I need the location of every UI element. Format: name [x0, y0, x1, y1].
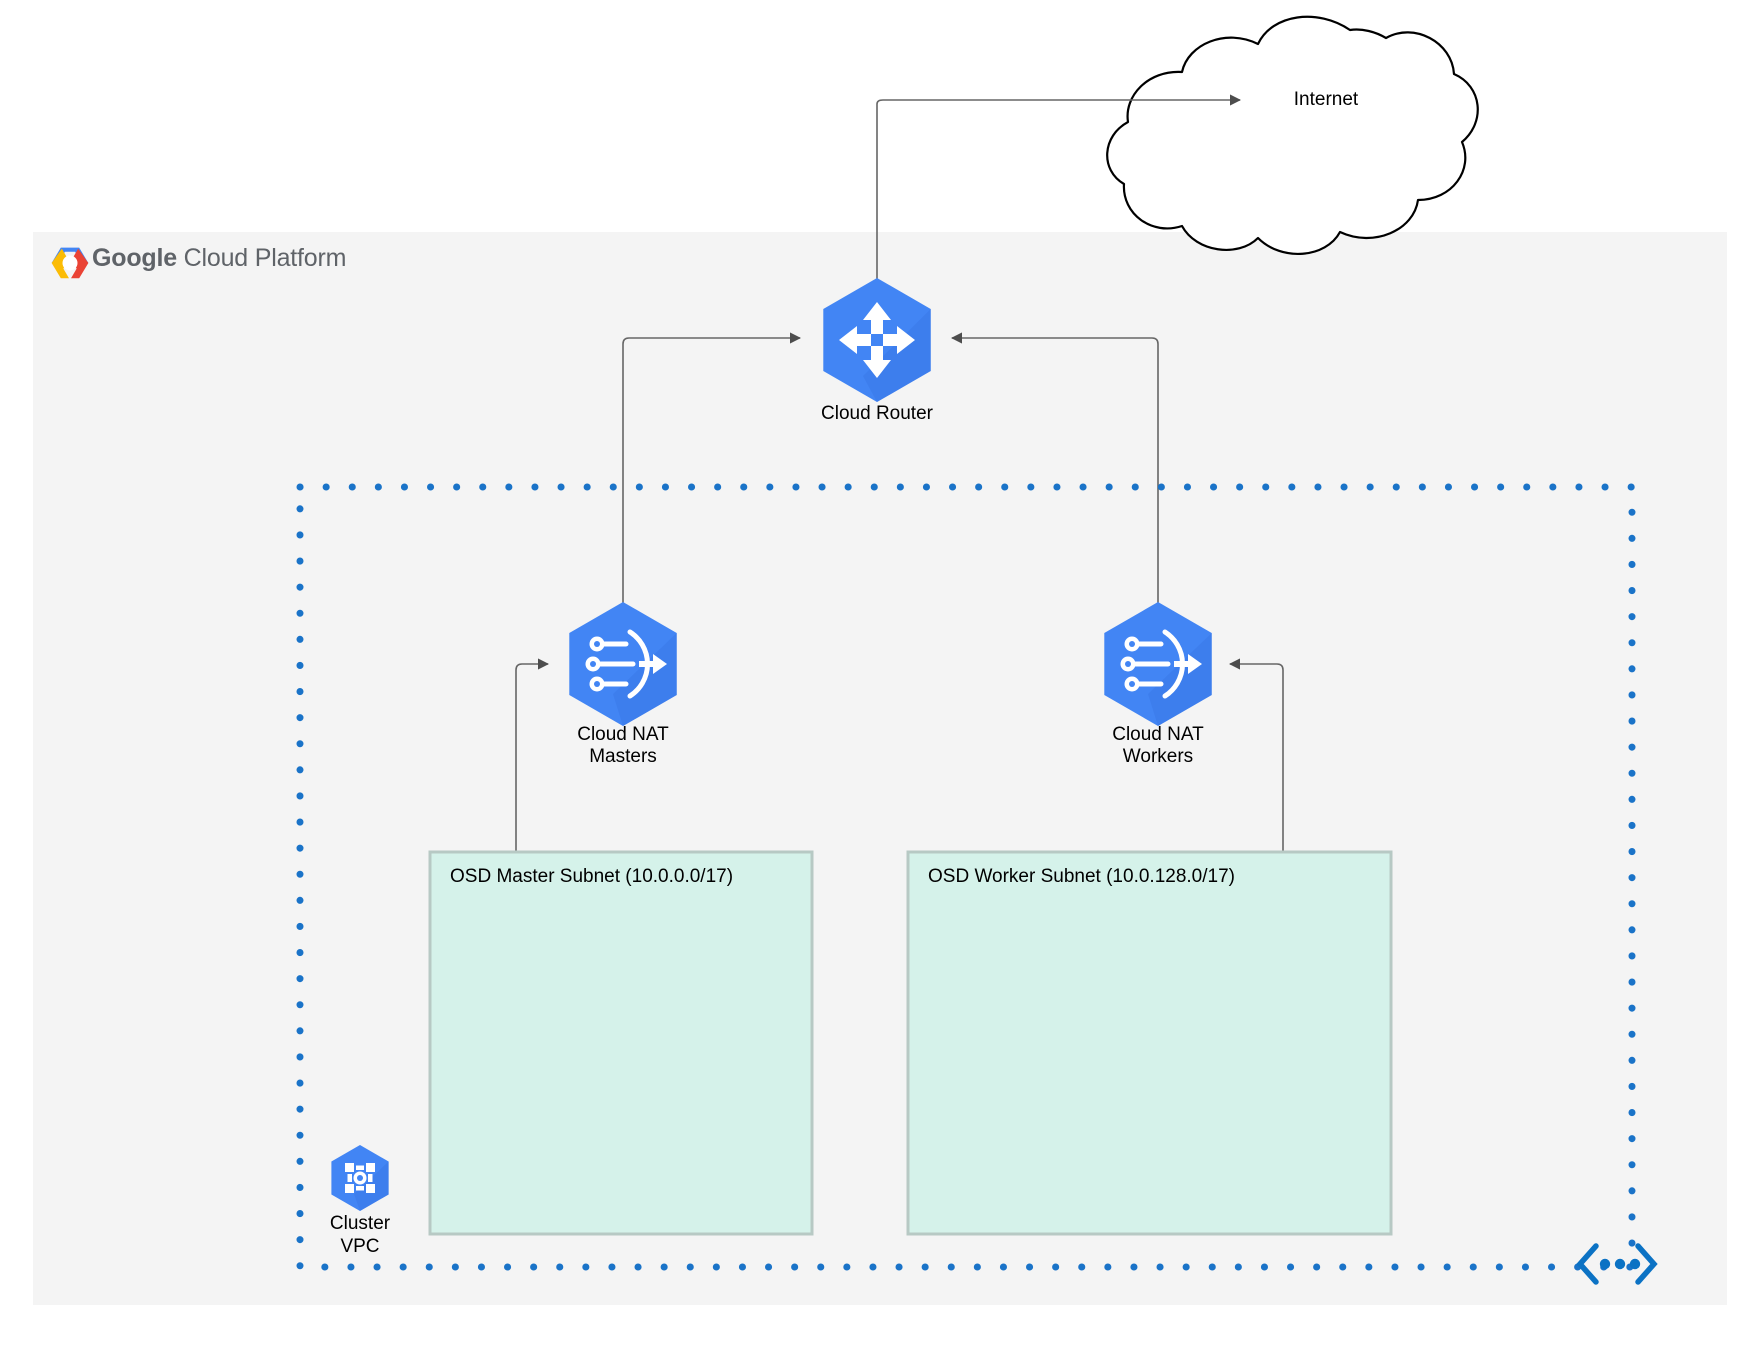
cluster-vpc-icon[interactable] — [331, 1145, 389, 1211]
google-cloud-platform-logo — [51, 247, 89, 279]
connector-worker-subnet-to-nat — [1228, 658, 1284, 852]
connector-router-to-internet — [876, 94, 1242, 330]
connector-master-subnet-to-nat — [515, 658, 550, 852]
internet-label: Internet — [1293, 89, 1359, 110]
connector-nat-masters-to-router — [622, 332, 802, 665]
cloud-router-icon[interactable] — [823, 278, 931, 402]
internet-cloud-shape — [1106, 15, 1479, 256]
gcp-platform-title: Google Cloud Platform — [92, 244, 346, 273]
cluster-vpc-boundary — [296, 483, 1636, 1271]
gcp-platform-panel — [33, 232, 1727, 1305]
cloud-nat-workers-icon[interactable] — [1104, 602, 1212, 726]
cloud-nat-masters-icon[interactable] — [569, 602, 677, 726]
osd-master-subnet-box[interactable] — [428, 850, 814, 1236]
osd-worker-subnet-label: OSD Worker Subnet (10.0.128.0/17) — [928, 866, 1235, 887]
osd-master-subnet-label: OSD Master Subnet (10.0.0.0/17) — [450, 866, 734, 887]
osd-worker-subnet-box[interactable] — [906, 850, 1393, 1236]
vpc-network-badge — [1576, 1243, 1658, 1285]
connector-nat-workers-to-router — [950, 332, 1159, 665]
gcp-title-bold: Google — [92, 244, 177, 272]
gcp-title-light: Cloud Platform — [183, 244, 347, 272]
